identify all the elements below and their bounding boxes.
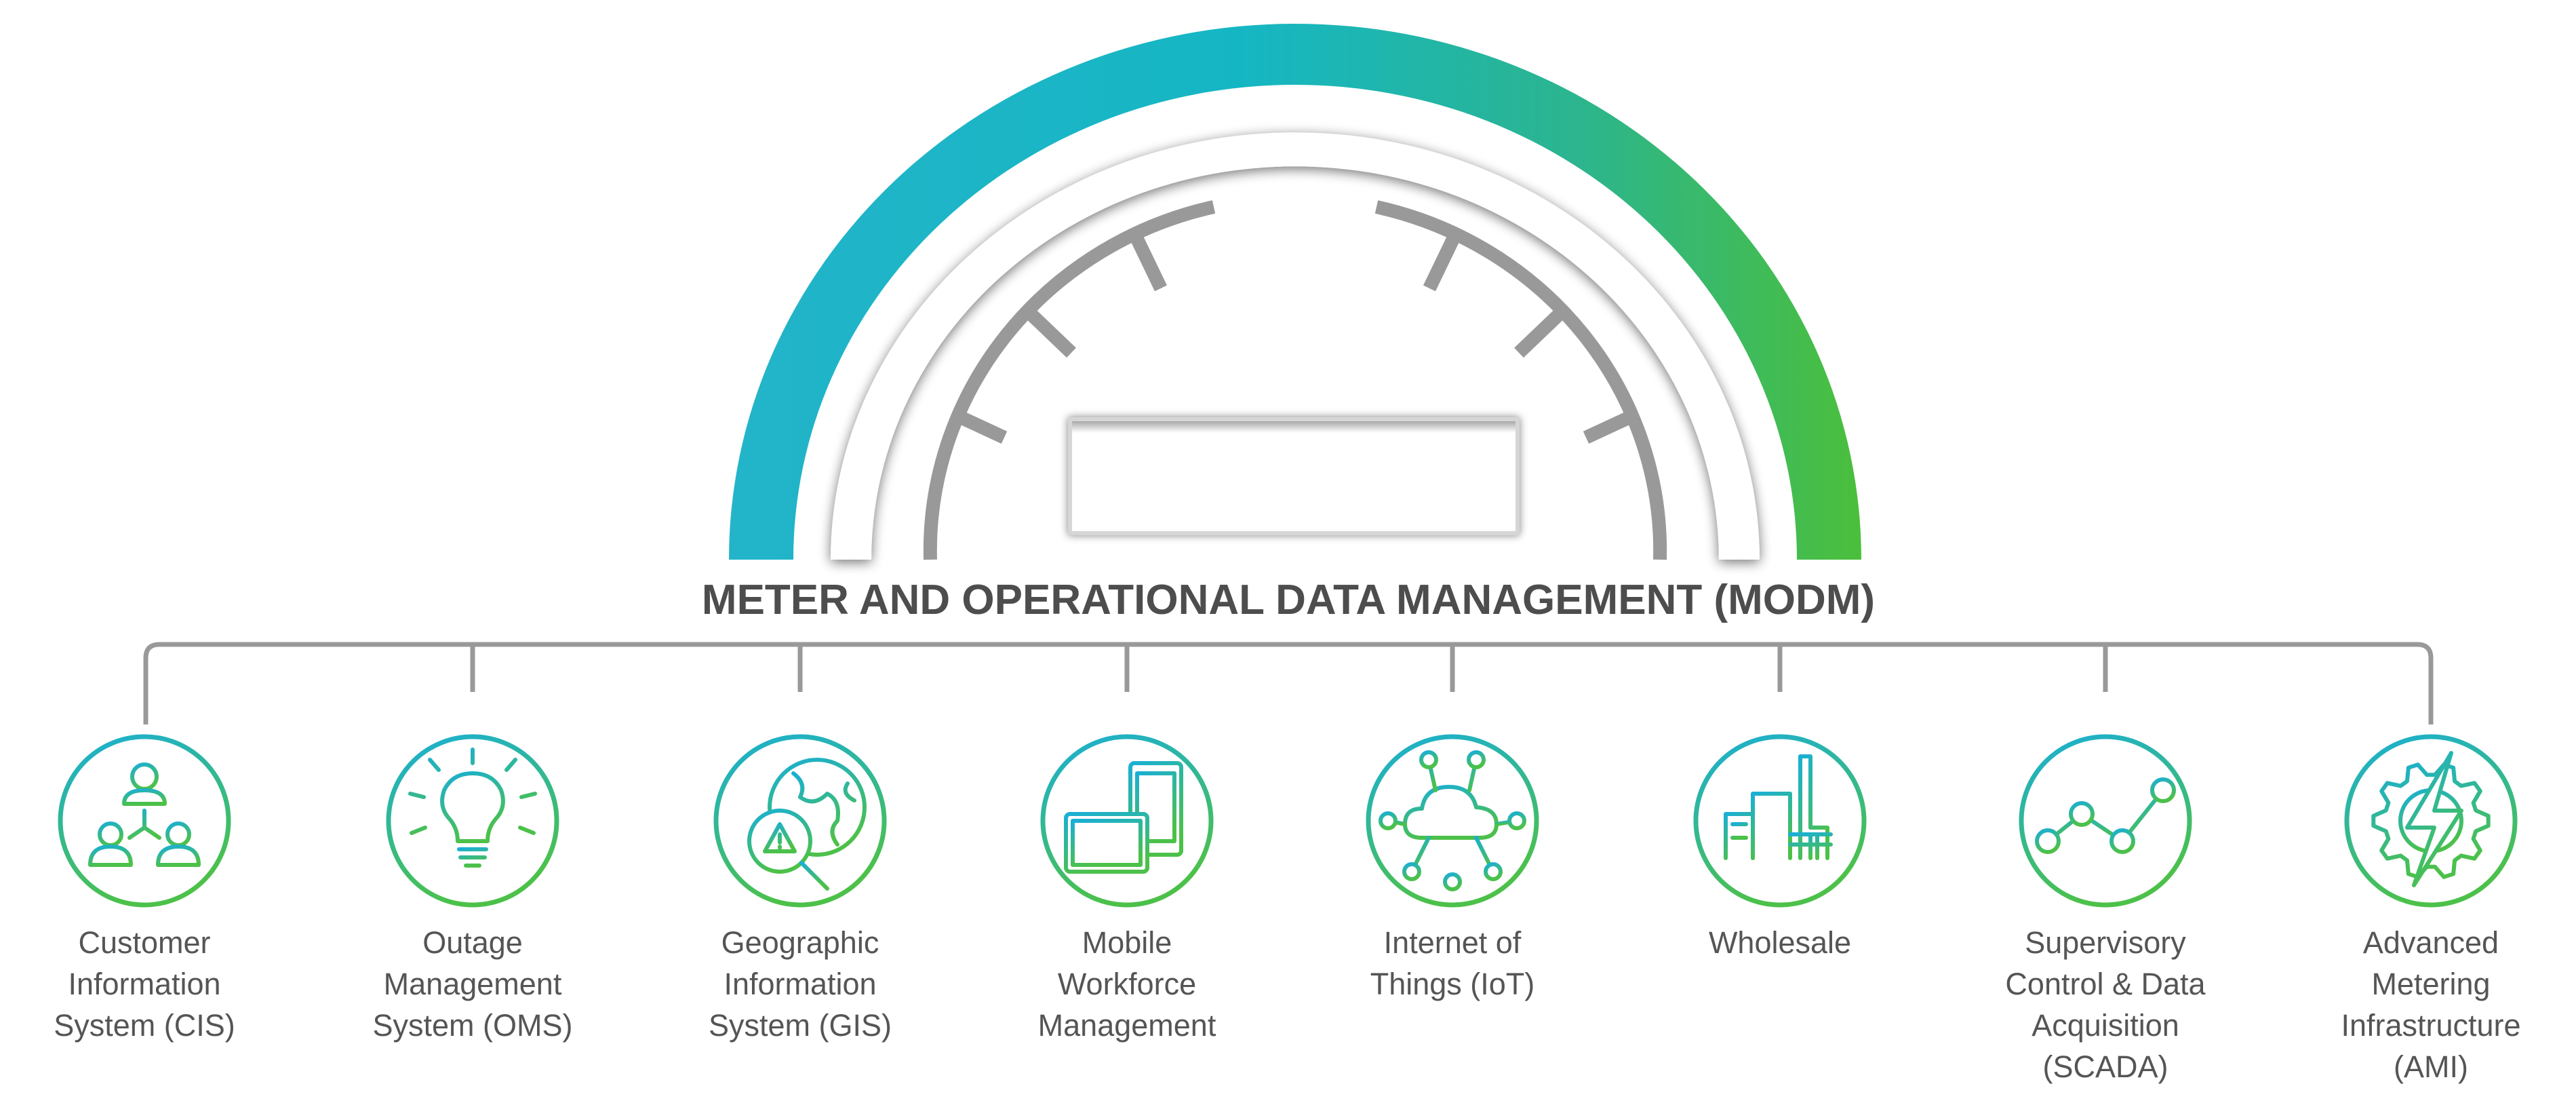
gauge-outer-arc [729,24,1861,560]
system-label: Wholesale [1709,925,1851,960]
gauge-tick [1583,409,1636,444]
system-item[interactable]: Internet of Things (IoT) [1366,734,1539,1001]
modm-title: METER AND OPERATIONAL DATA MANAGEMENT (M… [702,577,1875,623]
system-icon-circle [386,734,559,908]
system-icon-circle [2019,734,2192,908]
system-label-line: Management [1038,1008,1216,1043]
lightbulb-icon [408,748,537,868]
system-label-line: Management [384,967,562,1001]
gauge-display-box [1068,417,1520,535]
gauge-tick [1127,229,1168,292]
gauge-tick [1514,303,1570,358]
system-label-line: Metering [2371,967,2490,1001]
system-label-line: Wholesale [1709,925,1851,960]
system-label-line: Mobile [1082,925,1172,960]
line-graph-icon [2035,777,2176,854]
gauge-tick [1021,303,1076,358]
factory-icon [1717,754,1850,860]
system-label-line: System (CIS) [54,1008,235,1043]
cloud-network-icon [1379,750,1526,891]
system-label-line: Information [68,967,220,1001]
system-label-line: Internet of [1384,925,1522,960]
system-item[interactable]: Wholesale [1693,734,1867,960]
system-label-line: Information [724,967,876,1001]
gauge [729,24,1861,560]
gauge-tick [1423,229,1463,292]
system-label-line: (SCADA) [2042,1049,2168,1084]
system-label-line: Infrastructure [2341,1008,2520,1043]
system-label-line: (AMI) [2394,1049,2468,1084]
system-label: Internet of Things (IoT) [1370,925,1535,1001]
gauge-tick [954,409,1008,444]
system-label-line: Things (IoT) [1370,967,1535,1001]
system-label-line: Supervisory [2025,925,2186,960]
system-label-line: System (GIS) [709,1008,892,1043]
connector-drops [470,644,2108,692]
system-icon-circle [1693,734,1867,908]
system-label-line: System (OMS) [372,1008,572,1043]
system-label-line: Customer [78,925,210,960]
gauge-dial-right [1374,200,1667,560]
gear-lightning-icon [2371,751,2491,887]
system-label-line: Geographic [721,925,879,960]
connector-horizontal-line [143,642,2434,724]
gauge-dial-left [923,200,1216,560]
gauge-ticks [954,229,1636,444]
mobile-devices-icon [1064,761,1183,874]
system-label-line: Advanced [2363,925,2499,960]
system-label-line: Acquisition [2032,1008,2179,1043]
system-label-line: Workforce [1058,967,1196,1001]
connector-bracket [143,642,2434,724]
system-label-line: Outage [422,925,523,960]
customer-information-icon [88,762,201,867]
globe-search-icon [747,758,867,891]
system-label-line: Control & Data [2005,967,2206,1001]
